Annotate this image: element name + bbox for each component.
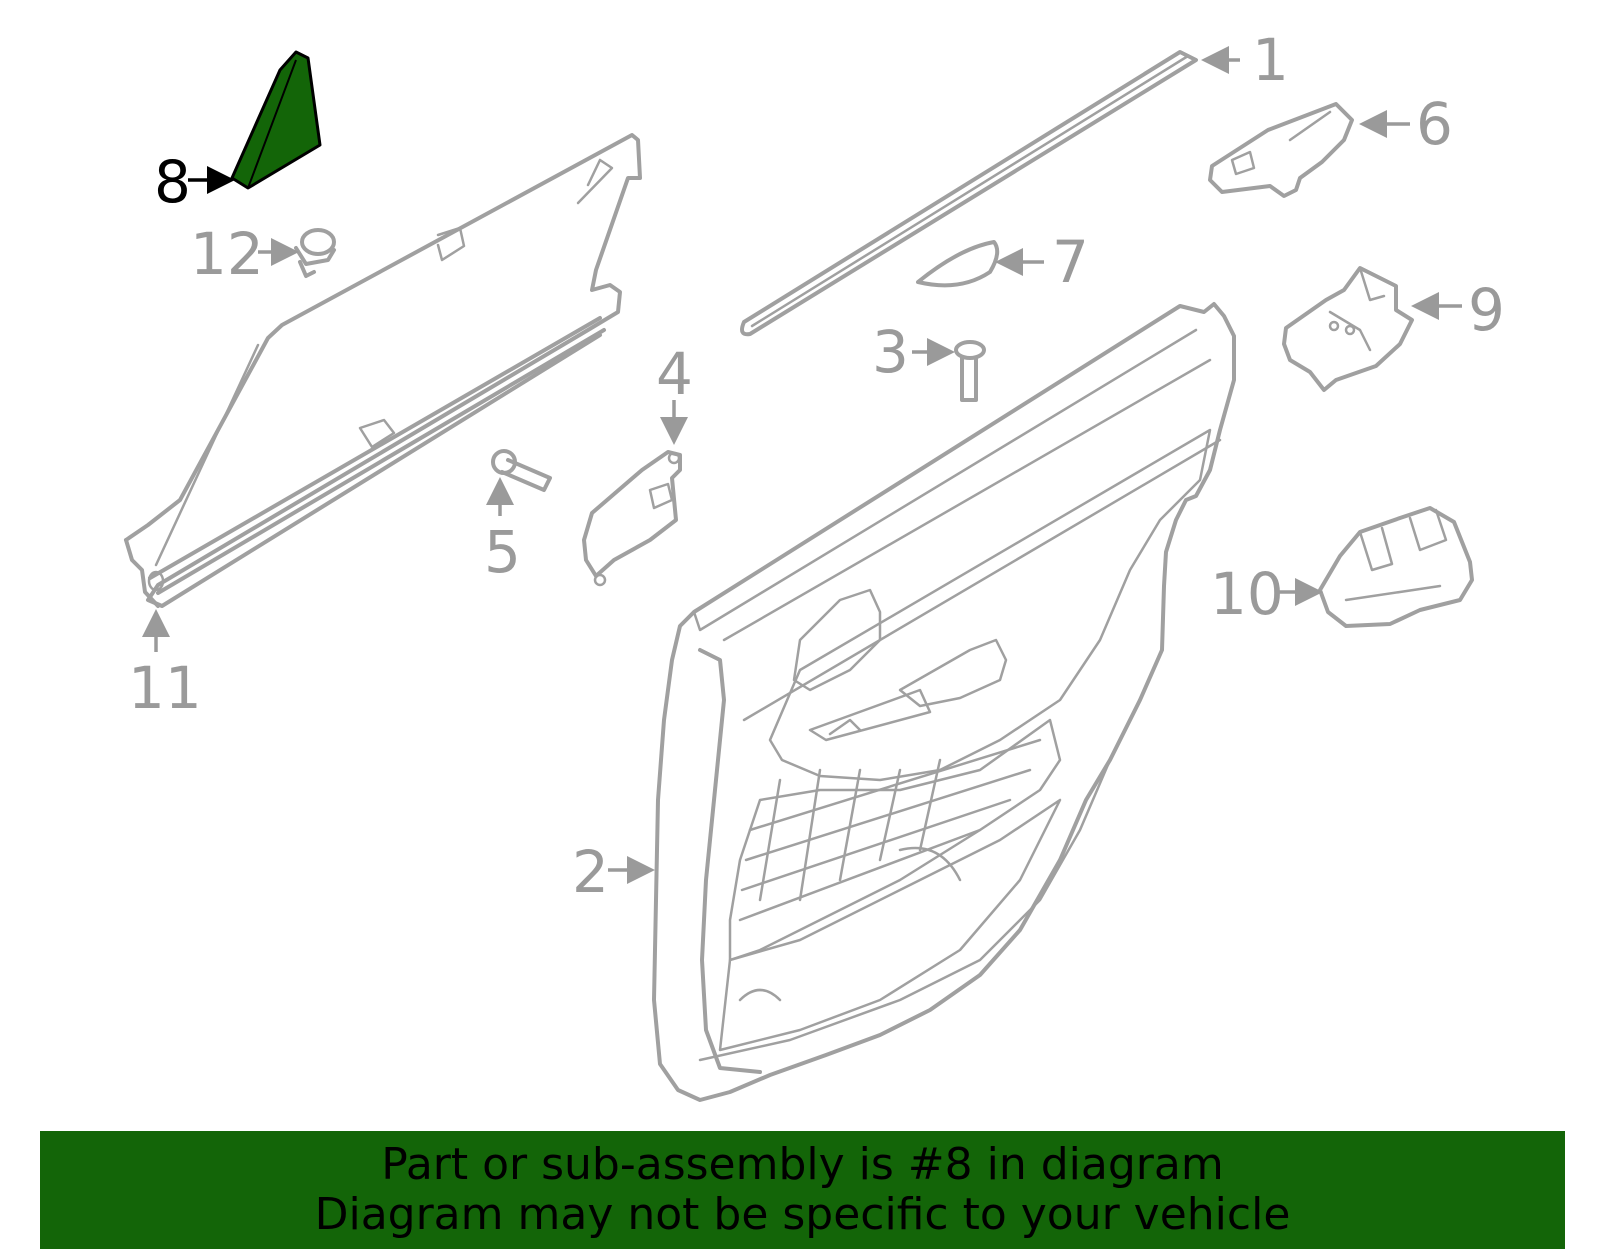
callout-2-label: 2 [572,838,609,906]
callout-1: 1 [1201,26,1289,94]
part-4-inner-handle[interactable] [582,450,682,587]
banner-line-1: Part or sub-assembly is #8 in diagram [381,1139,1224,1190]
callout-9-label: 9 [1468,276,1505,344]
callout-10-label: 10 [1210,560,1284,628]
part-1-belt-molding[interactable] [740,50,1198,337]
callout-1-label: 1 [1252,26,1289,94]
part-12-clip[interactable] [294,228,336,278]
callout-6: 6 [1359,90,1453,158]
callout-7: 7 [995,228,1089,296]
callout-11-label: 11 [128,654,202,722]
callout-12: 12 [190,220,299,288]
part-11-inner-panel[interactable] [124,133,642,608]
callout-5-label: 5 [484,518,521,586]
callout-2: 2 [572,838,655,906]
callout-11: 11 [128,609,202,722]
callout-8: 8 [154,148,235,216]
callout-5: 5 [484,477,521,586]
callout-6-label: 6 [1416,90,1453,158]
callout-8-label: 8 [154,148,191,216]
callout-9: 9 [1411,276,1505,344]
part-6-handle-bracket[interactable] [1208,102,1354,198]
part-2-door-trim-panel[interactable] [652,302,1236,1102]
callout-3: 3 [872,318,955,386]
part-3-pin[interactable] [954,340,986,402]
part-5-screw[interactable] [491,449,552,492]
callout-4: 4 [656,340,693,445]
callout-3-label: 3 [872,318,909,386]
parts-diagram: 1 6 7 3 9 10 4 5 11 12 2 8 [124,26,1505,1102]
callout-12-label: 12 [190,220,264,288]
part-info-banner: Part or sub-assembly is #8 in diagram Di… [40,1131,1565,1249]
part-9-switch[interactable] [1282,266,1414,392]
part-8-triangle-trim[interactable] [230,50,322,190]
banner-line-2: Diagram may not be specific to your vehi… [314,1189,1291,1240]
callout-4-label: 4 [656,340,693,408]
callout-10: 10 [1210,560,1323,628]
part-10-switch-assembly[interactable] [1318,506,1474,628]
part-7-cover[interactable] [916,240,1000,288]
callout-7-label: 7 [1052,228,1089,296]
